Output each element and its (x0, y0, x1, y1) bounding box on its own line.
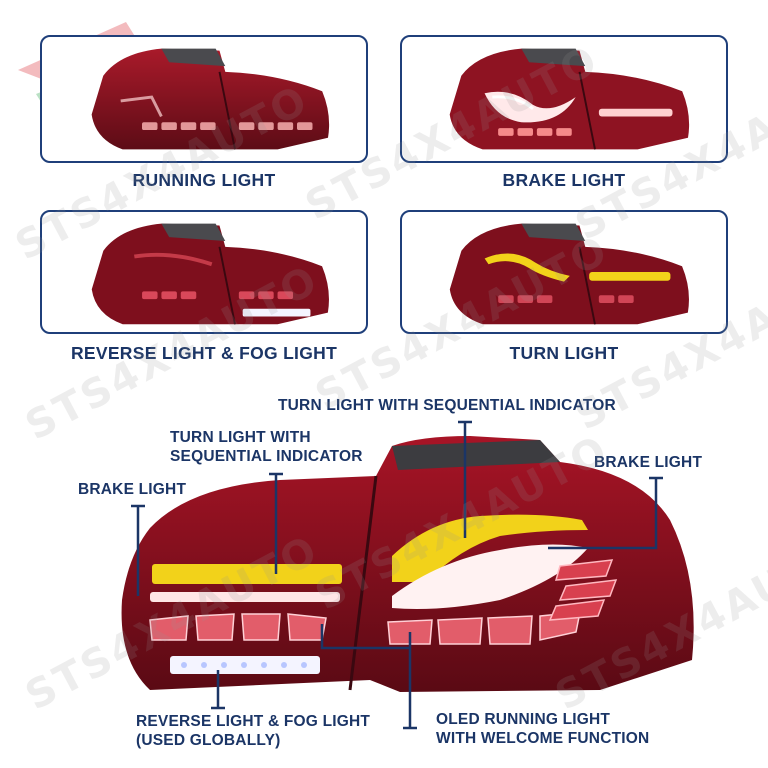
panel-running-light-caption: RUNNING LIGHT (132, 170, 276, 190)
hero-amber-strip-right (392, 514, 588, 582)
brake-light-lamp-image (449, 48, 690, 150)
callout-turn-sequential-left-line2: SEQUENTIAL INDICATOR (170, 448, 363, 465)
reverse-fog-lamp-image (91, 223, 329, 325)
panel-brake-light (400, 35, 728, 163)
running-light-lamp-image (91, 48, 330, 150)
callout-turn-sequential-left-line1: TURN LIGHT WITH (170, 429, 311, 446)
turn-light-lamp-image (449, 223, 689, 325)
callout-reverse-fog-line2: (USED GLOBALLY) (136, 732, 281, 749)
panel-reverse-fog-light-caption: REVERSE LIGHT & FOG LIGHT (70, 343, 338, 363)
panel-running-light (40, 35, 368, 163)
callout-turn-sequential-top: TURN LIGHT WITH SEQUENTIAL INDICATOR (278, 397, 616, 414)
panel-brake-light-caption: BRAKE LIGHT (502, 170, 626, 190)
panel-turn-light-caption: TURN LIGHT (509, 343, 619, 363)
panel-turn-light (400, 210, 728, 334)
callout-oled-line2: WITH WELCOME FUNCTION (436, 730, 650, 747)
callout-brake-left: BRAKE LIGHT (78, 481, 187, 498)
hero-amber-strip-left (152, 564, 342, 584)
callout-reverse-fog-line1: REVERSE LIGHT & FOG LIGHT (136, 713, 371, 730)
panel-reverse-fog-light (40, 210, 368, 334)
callout-brake-right: BRAKE LIGHT (594, 454, 703, 471)
callout-oled-line1: OLED RUNNING LIGHT (436, 711, 611, 728)
